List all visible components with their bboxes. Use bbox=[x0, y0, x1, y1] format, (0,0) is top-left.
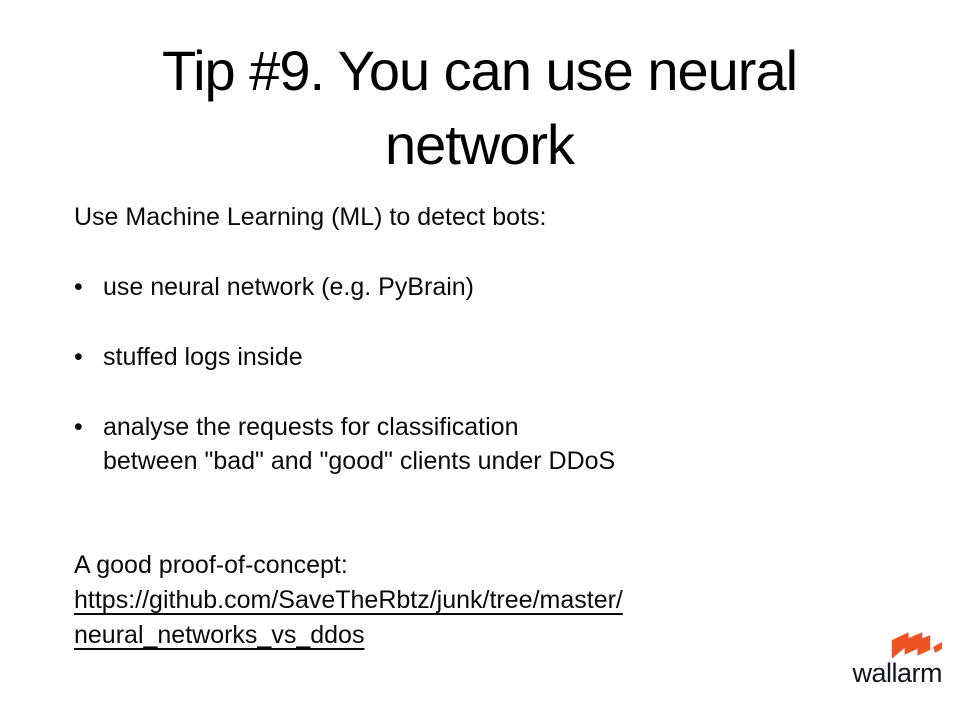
wallarm-zigzag-icon bbox=[891, 632, 942, 659]
wallarm-logo-text: wallarm bbox=[852, 658, 942, 688]
bullet-marker: • bbox=[74, 413, 83, 441]
intro-text: Use Machine Learning (ML) to detect bots… bbox=[74, 203, 547, 231]
bullet-text: use neural network (e.g. PyBrain) bbox=[103, 273, 475, 301]
bullet-text-line-2: between "bad" and "good" clients under D… bbox=[103, 447, 616, 475]
bullet-text-line-1: analyse the requests for classification bbox=[103, 413, 519, 441]
bullet-text: stuffed logs inside bbox=[103, 343, 303, 371]
bullet-item-3: • analyse the requests for classificatio… bbox=[74, 410, 615, 478]
github-link[interactable]: https://github.com/SaveTheRbtz/junk/tree… bbox=[74, 583, 623, 653]
github-link-line-2[interactable]: neural_networks_vs_ddos bbox=[74, 621, 365, 649]
bullet-item-2: • stuffed logs inside bbox=[74, 340, 303, 374]
proof-of-concept-label: A good proof-of-concept: bbox=[74, 551, 348, 579]
slide-title: Tip #9. You can use neural network bbox=[161, 39, 798, 176]
github-link-line-1[interactable]: https://github.com/SaveTheRbtz/junk/tree… bbox=[74, 586, 623, 614]
bullet-marker: • bbox=[74, 343, 83, 371]
wallarm-logo: wallarm bbox=[834, 626, 943, 689]
bullet-item-1: • use neural network (e.g. PyBrain) bbox=[74, 270, 474, 304]
bullet-marker: • bbox=[74, 273, 83, 301]
